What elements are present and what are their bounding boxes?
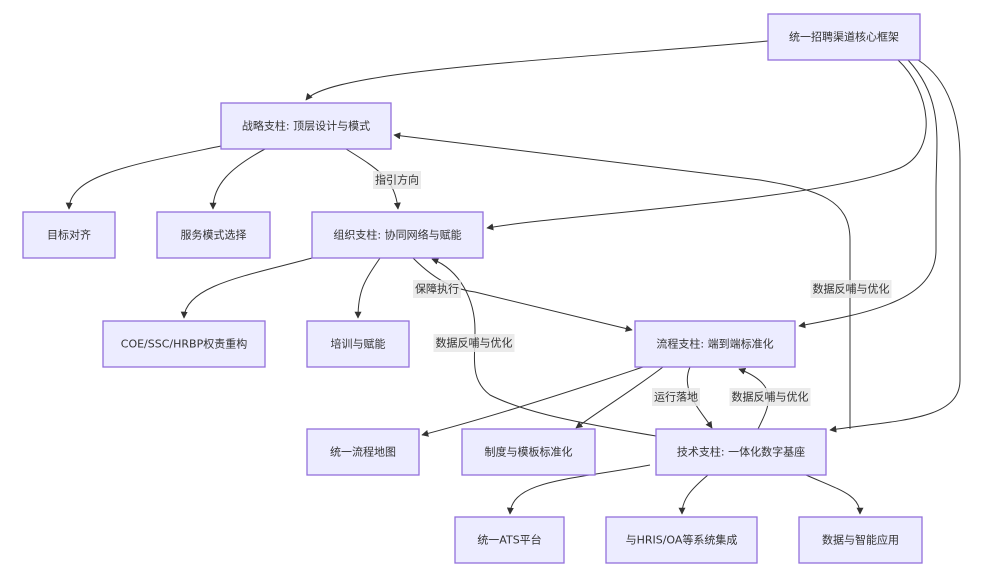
edge-tech-to-org	[431, 258, 657, 437]
edge-process-to-policy	[575, 366, 664, 429]
edge-label-strategy-to-org: 指引方向	[373, 171, 421, 189]
edge-label-tech-to-strategy: 数据反哺与优化	[810, 280, 892, 298]
edge-line	[65, 145, 222, 210]
edge-root-to-process	[798, 59, 938, 329]
edge-line	[393, 132, 851, 429]
node-label: 与HRIS/OA等系统集成	[626, 533, 738, 547]
node-label: 服务模式选择	[181, 228, 247, 242]
node-box	[306, 428, 420, 476]
node-label: 流程支柱: 端到端标准化	[656, 337, 773, 351]
edge-root-to-tech	[829, 59, 961, 433]
edge-line	[829, 59, 961, 433]
node-label: 组织支柱: 协同网络与赋能	[333, 228, 461, 242]
edge-process-to-map	[421, 366, 644, 437]
edge-label-text: 数据反哺与优化	[732, 390, 809, 404]
node-policy: 制度与模板标准化	[461, 428, 596, 476]
edge-line	[798, 59, 938, 329]
node-label: 培训与赋能	[331, 337, 386, 351]
edge-line	[486, 59, 927, 231]
node-box	[461, 428, 596, 476]
node-box	[798, 516, 923, 564]
node-training: 培训与赋能	[306, 320, 410, 368]
node-hris: 与HRIS/OA等系统集成	[605, 516, 758, 564]
edge-label-text: 数据反哺与优化	[813, 282, 890, 296]
edge-tech-to-ats	[506, 464, 651, 515]
node-label: 数据与智能应用	[822, 533, 899, 547]
edge-label-text: 指引方向	[375, 173, 419, 187]
edge-line	[506, 464, 651, 515]
node-box	[22, 211, 116, 259]
node-map: 统一流程地图	[306, 428, 420, 476]
edge-label-org-to-process: 保障执行	[413, 280, 461, 298]
node-label: 统一流程地图	[330, 445, 396, 459]
edge-label-text: 保障执行	[415, 282, 459, 296]
edge-org-to-training	[354, 257, 381, 319]
node-box	[311, 211, 484, 259]
node-org: 组织支柱: 协同网络与赋能	[311, 211, 484, 259]
edge-line	[575, 366, 664, 429]
node-box	[156, 211, 271, 259]
edge-line	[431, 258, 657, 437]
node-box	[454, 516, 565, 564]
node-label: 目标对齐	[47, 228, 91, 242]
edge-strategy-to-service	[209, 148, 266, 210]
node-box	[634, 320, 796, 368]
node-box	[306, 320, 410, 368]
node-goal: 目标对齐	[22, 211, 116, 259]
node-service: 服务模式选择	[156, 211, 271, 259]
edge-line	[209, 148, 266, 210]
node-label: 战略支柱: 顶层设计与模式	[242, 119, 370, 133]
edge-line	[354, 257, 381, 319]
edge-line	[305, 40, 769, 101]
edge-line	[180, 257, 313, 319]
node-tech: 技术支柱: 一体化数字基座	[655, 428, 827, 476]
node-strategy: 战略支柱: 顶层设计与模式	[220, 102, 392, 150]
edge-root-to-org	[486, 59, 927, 231]
edge-line	[678, 474, 709, 515]
edge-org-to-coe	[180, 257, 313, 319]
edge-label-process-to-tech: 运行落地	[652, 388, 700, 406]
edge-tech-to-strategy	[393, 132, 851, 429]
edge-tech-to-data	[805, 474, 864, 515]
node-label: COE/SSC/HRBP权责重构	[121, 337, 247, 351]
node-coe: COE/SSC/HRBP权责重构	[102, 320, 266, 368]
node-label: 制度与模板标准化	[485, 445, 573, 459]
node-box	[605, 516, 758, 564]
edge-line	[805, 474, 864, 515]
node-box	[767, 13, 921, 61]
edge-label-tech-to-org: 数据反哺与优化	[433, 334, 515, 352]
edge-root-to-strategy	[305, 40, 769, 101]
node-root: 统一招聘渠道核心框架	[767, 13, 921, 61]
edge-tech-to-hris	[678, 474, 709, 515]
edge-line	[421, 366, 644, 437]
node-ats: 统一ATS平台	[454, 516, 565, 564]
node-box	[220, 102, 392, 150]
node-process: 流程支柱: 端到端标准化	[634, 320, 796, 368]
node-box	[655, 428, 827, 476]
edge-label-text: 运行落地	[654, 391, 698, 404]
edge-strategy-to-goal	[65, 145, 222, 210]
node-label: 技术支柱: 一体化数字基座	[677, 445, 805, 459]
edge-label-tech-to-process: 数据反哺与优化	[729, 388, 811, 406]
node-label: 统一招聘渠道核心框架	[789, 30, 899, 44]
node-data: 数据与智能应用	[798, 516, 923, 564]
node-label: 统一ATS平台	[477, 533, 541, 547]
node-box	[102, 320, 266, 368]
edge-label-text: 数据反哺与优化	[436, 336, 513, 350]
